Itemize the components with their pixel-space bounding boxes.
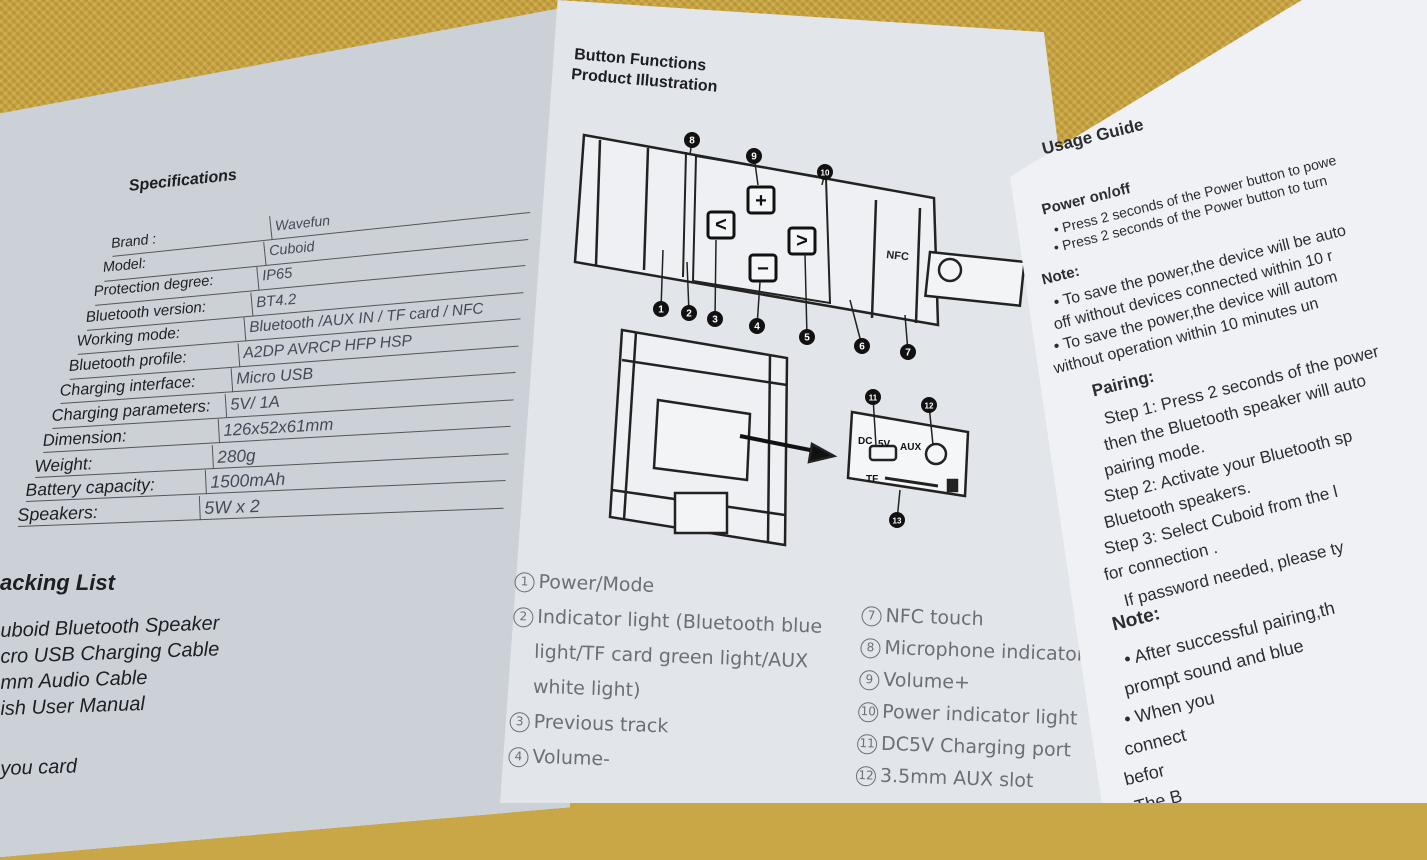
usage-line: befor xyxy=(1122,760,1167,790)
svg-text:>: > xyxy=(796,230,808,252)
diagram-buttons xyxy=(706,185,817,283)
legend-text: Previous track xyxy=(533,710,669,738)
legend-text: Volume+ xyxy=(882,668,971,694)
speaker-top-view xyxy=(573,133,1026,327)
speaker-side-view xyxy=(608,328,970,547)
callout-leader xyxy=(714,239,717,320)
volume-up-button-icon xyxy=(746,185,776,215)
legend-number: 11 xyxy=(856,733,878,755)
usage-heading: Usage Guide xyxy=(1040,114,1146,159)
svg-text:<: < xyxy=(715,214,727,236)
usage-heading: Note: xyxy=(1040,262,1082,289)
legend-number: 9 xyxy=(858,669,880,691)
callout-number: 3 xyxy=(712,315,718,326)
svg-text:5V: 5V xyxy=(878,439,891,450)
legend-text: light/TF card green light/AUX xyxy=(533,640,809,673)
callout-badge xyxy=(889,512,905,528)
previous-track-button-icon xyxy=(706,210,736,240)
callout-number: 13 xyxy=(893,517,902,526)
usage-heading: Note: xyxy=(1110,603,1163,636)
callout-badge xyxy=(854,338,870,354)
legend-number: 10 xyxy=(857,701,879,723)
callout-badge xyxy=(900,344,916,360)
callout-number: 8 xyxy=(689,136,695,147)
svg-text:DC: DC xyxy=(858,436,872,447)
legend-text: white light) xyxy=(532,675,641,702)
callout-number: 2 xyxy=(686,309,692,320)
legend-text: Indicator light (Bluetooth blue xyxy=(536,605,823,638)
usage-line: If password needed, please ty xyxy=(1122,537,1346,611)
callout-number: 7 xyxy=(905,348,911,359)
svg-text:+: + xyxy=(755,190,767,212)
legend-text: 3.5mm AUX slot xyxy=(879,764,1034,793)
callout-badge xyxy=(799,329,815,345)
legend-text: NFC touch xyxy=(885,604,984,631)
legend-text: Volume- xyxy=(532,745,611,771)
callout-badge xyxy=(746,148,762,164)
legend-item: white light) xyxy=(533,676,641,702)
callout-badge xyxy=(749,318,765,334)
callout-number: 5 xyxy=(804,333,810,344)
legend-item: light/TF card green light/AUX xyxy=(534,641,809,673)
callout-number: 11 xyxy=(869,394,878,403)
usage-line: connect xyxy=(1122,724,1189,760)
legend-number: 12 xyxy=(855,765,877,787)
callout-leader xyxy=(872,396,877,447)
next-track-button-icon xyxy=(787,226,817,256)
callout-badge xyxy=(817,164,833,180)
button-functions-panel xyxy=(500,0,1140,803)
callout-leader xyxy=(660,249,664,310)
callout-badge xyxy=(653,301,669,317)
callout-number: 1 xyxy=(658,305,664,316)
callout-number: 4 xyxy=(754,322,760,333)
callout-number: 12 xyxy=(925,402,934,411)
callout-leader xyxy=(804,253,808,338)
callout-number: 6 xyxy=(859,342,865,353)
callout-badge xyxy=(684,132,700,148)
legend-number: 2 xyxy=(513,606,534,628)
packing-list-title: acking List xyxy=(0,570,115,595)
svg-text:−: − xyxy=(757,258,769,280)
legend-number: 8 xyxy=(860,637,881,659)
callout-badge xyxy=(865,389,881,405)
callout-number: 9 xyxy=(751,152,757,163)
nfc-label: NFC xyxy=(886,249,910,263)
volume-down-button-icon xyxy=(748,253,778,283)
callout-badge xyxy=(707,311,723,327)
callout-badge xyxy=(681,305,697,321)
svg-text:TF: TF xyxy=(866,474,878,485)
legend-text: Power/Mode xyxy=(538,570,655,597)
callout-number: 10 xyxy=(821,169,830,178)
svg-text:AUX: AUX xyxy=(900,442,921,453)
callout-leader xyxy=(686,261,690,314)
legend-number: 7 xyxy=(861,605,882,627)
legend-number: 4 xyxy=(508,746,529,768)
usage-heading: Pairing: xyxy=(1090,366,1157,401)
legend-number: 3 xyxy=(509,711,531,733)
legend-number: 1 xyxy=(514,571,535,593)
callout-badge xyxy=(921,397,937,413)
